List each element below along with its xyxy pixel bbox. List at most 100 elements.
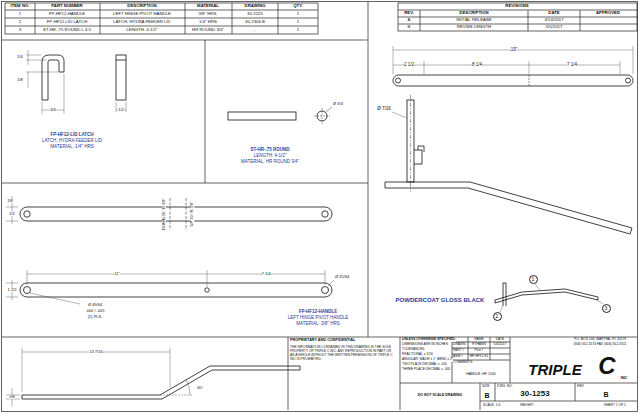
title-block-text: DWG. NO. — [497, 385, 513, 388]
table-cell: 1/4" HRS — [199, 20, 217, 24]
callout-balloon: 2 — [493, 312, 502, 321]
table-cell: ITEM NO. — [10, 4, 29, 8]
title-block-text: 5/4/2017 — [494, 343, 507, 346]
table-cell: 1 — [19, 12, 21, 16]
table-cell: HR ROUND 3/4" — [192, 28, 224, 32]
dimension-text: 1 1/2 — [8, 288, 17, 292]
table-cell: 1 — [297, 12, 299, 16]
table-cell: QTY. — [293, 4, 303, 8]
table-cell: 3/8" HRS. — [199, 12, 218, 16]
callout-balloon: 1 — [529, 275, 538, 284]
part-label: ST-HR-.75 ROUND — [250, 148, 289, 153]
title-block-text: (606) 652-3574 FAX (606) 652-3511 — [574, 343, 627, 346]
table-cell: ST-HR-.75 ROUND L 4.5 — [43, 28, 91, 32]
dimension-text: Ø 25/64 — [335, 275, 349, 279]
title-block-text: SHEET 1 OF 1 — [604, 404, 626, 407]
part-label: POWDERCOAT GLOSS BLACK — [396, 297, 485, 303]
table-cell: DESCRIPTION — [459, 11, 488, 15]
title-block-text: NAME — [474, 338, 484, 341]
dimension-text: DOWN 30° R 3/8" — [162, 198, 166, 230]
title-block-text: 30-1253 — [520, 390, 549, 398]
title-block-text: ETHANN — [472, 343, 486, 346]
title-block-text: Part # — [475, 349, 484, 352]
table-cell: MATERIAL — [197, 4, 219, 8]
title-block-text: THREE PLACE DECIMAL ± .005 — [402, 368, 450, 371]
part-label: LEFT HINGE PIVOT HANDLE — [288, 316, 349, 321]
table-cell: REV. — [404, 11, 414, 15]
table-cell: LATCH, HYDRA FEEDER LID — [113, 20, 170, 24]
table-cell: FP-HF12-LID LATCH — [47, 20, 88, 24]
note-text: PROPRIETARY AND CONFIDENTIAL — [290, 339, 355, 343]
title-block-text: FRACTIONAL ± 1/16 — [402, 353, 433, 356]
table-cell: DATE — [548, 11, 559, 15]
table-cell: 4/14/2017 — [544, 18, 563, 22]
callout-balloon: 3 — [602, 304, 611, 313]
table-cell: DESCRIPTION — [127, 4, 156, 8]
title-block-text: ASM # — [453, 355, 463, 358]
title-block-text: HANDLE, HF 1200 — [466, 373, 496, 377]
part-label: FP-HF12-LID LATCH — [50, 133, 93, 138]
part-label: MATERIAL: HR ROUND 3/4" — [241, 160, 299, 165]
title-block-text: UNLESS OTHERWISE SPECIFIED: — [402, 338, 456, 341]
handle-flat-pattern — [6, 196, 332, 230]
table-cell: FP-HF12-HANDLE — [49, 12, 85, 16]
part-label: FP-HF12-HANDLE — [299, 310, 338, 315]
table-cell: 3 — [19, 28, 21, 32]
dimension-text: 3/8 — [9, 395, 15, 399]
table-cell: LENGTH: 4-1/2" — [126, 28, 157, 32]
dimension-text: 7 1/4 — [567, 63, 577, 68]
dimension-text: 13 7/16 — [89, 350, 102, 354]
title-block-text: COMMENTS: — [453, 361, 473, 364]
table-cell: REVISE LENGTH — [457, 25, 491, 29]
title-block-text: B — [603, 391, 608, 398]
table-cell: DRAWING — [245, 4, 266, 8]
logo-text: C — [598, 354, 615, 378]
dimension-text: 1/2 — [9, 212, 15, 216]
dimension-text: 30° — [197, 386, 203, 390]
title-block-text: HF-HF12-S1 — [470, 355, 489, 358]
table-cell: INITIAL RELEASE — [456, 18, 491, 22]
title-block-text: DO NOT SCALE DRAWING — [418, 394, 462, 398]
table-cell: 30-2306 B — [245, 20, 265, 24]
dimension-text: Ø 3/4 — [333, 102, 343, 106]
dimension-text: Ø 7/16 — [377, 107, 391, 112]
logo-text: TRIPLE — [528, 362, 581, 377]
dimension-text: 19" — [511, 48, 518, 53]
dimension-text: .000 / .005 — [86, 309, 105, 313]
table-cell: A — [408, 18, 411, 22]
title-block-text: TOLERANCES: — [402, 348, 425, 351]
table-cell: B — [408, 25, 411, 29]
table-cell: 1 — [297, 28, 299, 32]
part-label: MATERIAL: 1/4" HRS — [50, 145, 93, 150]
callout-number: 3 — [605, 306, 608, 311]
dimension-text: 1/8 — [17, 78, 23, 82]
table-cell: REVISIONS — [505, 4, 528, 8]
logo-text: INC — [621, 376, 628, 380]
latch-dimensions — [26, 50, 126, 114]
title-block-text: P.O. BOX 246, MARTHA, KY 41159 — [574, 338, 626, 341]
title-block-text: B — [484, 392, 489, 399]
table-cell: 2 — [19, 20, 21, 24]
table-cell: APPROVED — [596, 11, 620, 15]
title-block-text: PART # — [453, 349, 464, 352]
callout-number: 1 — [532, 277, 535, 282]
dimension-text: 11" — [114, 272, 120, 276]
callout-number: 2 — [496, 314, 499, 319]
title-block-text: TWO PLACE DECIMAL ± .010 — [402, 363, 447, 366]
latch-views — [42, 55, 126, 100]
dimension-text: 3/4 — [50, 108, 56, 112]
dimension-text: (2) PLS. — [88, 315, 103, 319]
dimension-text: 2 1/2 — [404, 63, 414, 68]
title-block-text: DRAWN — [453, 343, 465, 346]
dimension-text: Ø 49/64 — [88, 303, 102, 307]
part-label: LATCH, HYDRA FEEDER LID — [42, 139, 102, 144]
part-label: MATERIAL: 3/8" HRS — [296, 322, 339, 327]
title-block-text: WEIGHT: — [520, 404, 534, 407]
dimension-text: 1/8 — [7, 199, 13, 203]
title-block-text: SIZE — [482, 385, 489, 388]
table-cell: PART NUMBER — [51, 4, 82, 8]
dimension-text: 1/4 — [17, 55, 23, 59]
table-cell: 30-2225 — [247, 12, 263, 16]
